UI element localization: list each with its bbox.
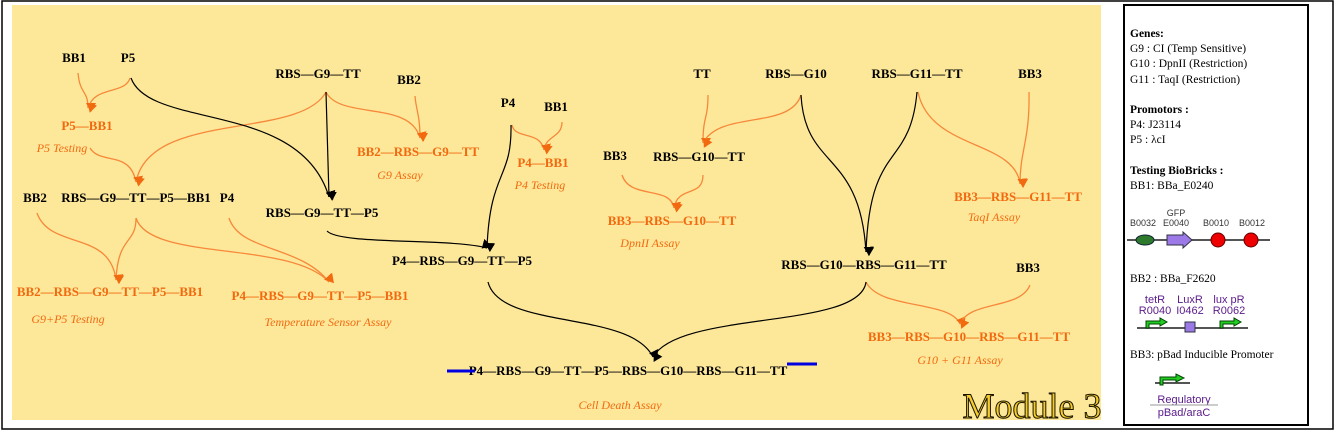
label-p4-testing: P4 Testing bbox=[514, 178, 566, 192]
label-g10-g11-assay: G10 + G11 Assay bbox=[917, 353, 1003, 367]
node-p4: P4 bbox=[501, 95, 516, 110]
label-g9p5-testing: G9+P5 Testing bbox=[31, 312, 104, 326]
cds-arrow-icon bbox=[1166, 230, 1193, 250]
node-p5: P5 bbox=[121, 50, 136, 65]
node-p5-bb1: P5—BB1 bbox=[61, 118, 112, 133]
part-label: GFP bbox=[1167, 208, 1186, 218]
promoter-icon bbox=[1159, 373, 1186, 386]
part-label: LuxR bbox=[1177, 294, 1203, 306]
node-p4-full: P4—RBS—G9—TT—P5—BB1 bbox=[232, 288, 409, 303]
part-label: R0062 bbox=[1213, 305, 1245, 317]
node-rbs-g11-tt: RBS—G11—TT bbox=[871, 66, 962, 81]
legend-promotor: P5 : λcI bbox=[1130, 134, 1166, 146]
node-p4: P4 bbox=[220, 190, 235, 205]
legend-box bbox=[1123, 4, 1309, 426]
label-p5-testing: P5 Testing bbox=[36, 141, 88, 155]
legend-testing-title: Testing BioBricks : bbox=[1130, 165, 1224, 177]
node-rbs-g10-tt: RBS—G10—TT bbox=[653, 149, 745, 164]
part-label: B0012 bbox=[1239, 218, 1265, 228]
node-tt: TT bbox=[693, 66, 711, 81]
part-label: B0010 bbox=[1203, 218, 1229, 228]
legend-promotors-title: Promotors : bbox=[1130, 104, 1189, 116]
node-bb1: BB1 bbox=[62, 50, 86, 65]
legend-gene: G10 : DpnII (Restriction) bbox=[1130, 58, 1247, 70]
node-bb3: BB3 bbox=[1018, 66, 1042, 81]
rbs-icon bbox=[1135, 234, 1155, 246]
test-arrows bbox=[36, 72, 1031, 329]
legend: Genes: G9 : CI (Temp Sensitive) G10 : Dp… bbox=[1127, 28, 1274, 419]
part-label: E0040 bbox=[1163, 218, 1189, 228]
node-bb3-g10-g11: BB3—RBS—G10—RBS—G11—TT bbox=[868, 329, 1071, 344]
part-label: B0032 bbox=[1130, 218, 1156, 228]
protein-icon bbox=[1184, 321, 1196, 333]
node-bb2-full: BB2—RBS—G9—TT—P5—BB1 bbox=[17, 284, 203, 299]
part-label: tetR bbox=[1145, 294, 1165, 306]
legend-gene: G11 : TaqI (Restriction) bbox=[1130, 74, 1240, 86]
part-label: R0040 bbox=[1139, 305, 1171, 317]
node-p4-rbs-g9-tt-p5: P4—RBS—G9—TT—P5 bbox=[392, 253, 533, 268]
node-rbs-g10-rbs-g11-tt: RBS—G10—RBS—G11—TT bbox=[781, 257, 947, 272]
part-label: I0462 bbox=[1176, 305, 1204, 317]
label-g9-assay: G9 Assay bbox=[377, 168, 423, 182]
legend-bb2: BB2 : BBa_F2620 bbox=[1130, 273, 1216, 285]
part-label: Regulatory bbox=[1157, 394, 1211, 406]
label-taqi-assay: TaqI Assay bbox=[968, 210, 1021, 224]
node-rbs-g10: RBS—G10 bbox=[765, 66, 826, 81]
bb2-parts-diagram: tetR LuxR lux pR R0040 I0462 R0062 bbox=[1137, 294, 1248, 333]
label-temperature-sensor-assay: Temperature Sensor Assay bbox=[265, 315, 393, 329]
node-final-construct: P4—RBS—G9—TT—P5—RBS—G10—RBS—G11—TT bbox=[469, 363, 788, 378]
node-bb3: BB3 bbox=[1016, 260, 1040, 275]
assembly-arrows bbox=[130, 77, 918, 362]
node-bb3-rbs-g11-tt: BB3—RBS—G11—TT bbox=[954, 189, 1082, 204]
node-rbs-g9-tt: RBS—G9—TT bbox=[275, 66, 361, 81]
node-rbs-g9-tt-p5-bb1: RBS—G9—TT—P5—BB1 bbox=[61, 190, 211, 205]
legend-genes-title: Genes: bbox=[1130, 28, 1164, 40]
node-rbs-g9-tt-p5: RBS—G9—TT—P5 bbox=[266, 205, 379, 220]
node-p4-bb1: P4—BB1 bbox=[517, 155, 568, 170]
label-cell-death-assay: Cell Death Assay bbox=[578, 398, 662, 412]
terminator-icon bbox=[1210, 232, 1226, 248]
node-bb2: BB2 bbox=[23, 190, 47, 205]
node-bb2-rbs-g9-tt: BB2—RBS—G9—TT bbox=[357, 144, 479, 159]
part-label: pBad/araC bbox=[1158, 407, 1211, 419]
label-dpnii-assay: DpnII Assay bbox=[619, 236, 680, 250]
module-title: Module 3 bbox=[963, 386, 1102, 426]
node-bb3: BB3 bbox=[603, 148, 627, 163]
promoter-icon bbox=[1145, 317, 1169, 329]
legend-bb3: BB3: pBad Inducible Promoter bbox=[1130, 349, 1274, 361]
legend-promotor: P4: J23114 bbox=[1130, 119, 1181, 131]
legend-bb1: BB1: BBa_E0240 bbox=[1130, 180, 1214, 192]
diagram-panel bbox=[12, 5, 1101, 420]
part-label: lux pR bbox=[1213, 294, 1244, 306]
node-bb1: BB1 bbox=[544, 99, 568, 114]
promoter-icon bbox=[1219, 317, 1243, 329]
bb1-parts-diagram: GFP B0032 E0040 B0010 B0012 bbox=[1127, 208, 1270, 250]
legend-gene: G9 : CI (Temp Sensitive) bbox=[1130, 43, 1246, 55]
terminator-icon bbox=[1243, 232, 1259, 248]
node-bb2: BB2 bbox=[397, 72, 421, 87]
node-bb3-rbs-g10-tt: BB3—RBS—G10—TT bbox=[608, 213, 737, 228]
bb3-parts-diagram: Regulatory pBad/araC bbox=[1150, 373, 1218, 419]
